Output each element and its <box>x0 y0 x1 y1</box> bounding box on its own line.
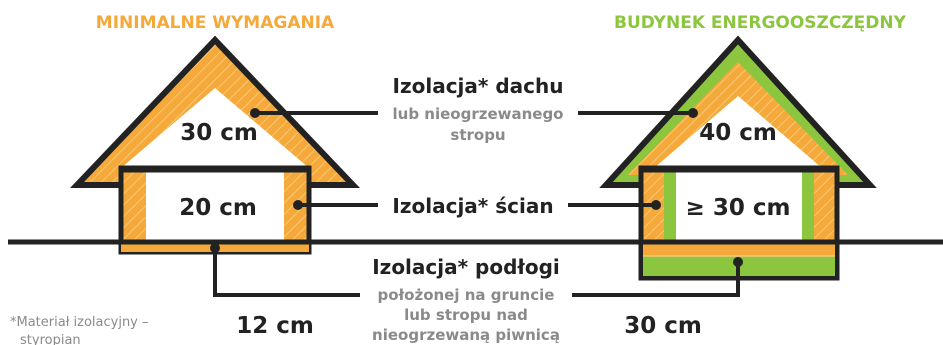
floor-dot-left <box>210 243 220 253</box>
floor-connector-left <box>213 248 360 297</box>
right-wall-green-right <box>802 172 814 244</box>
floor-dot-right <box>733 257 743 267</box>
roof-dot-right <box>688 108 698 118</box>
floor-sub-1: położonej na gruncie <box>378 286 555 304</box>
left-walls-inner <box>146 172 284 244</box>
right-walls-inner <box>676 172 802 244</box>
left-roof-inner <box>121 88 309 168</box>
floor-sub-3: nieogrzewaną piwnicą <box>372 326 560 344</box>
left-house <box>70 35 360 255</box>
roof-sub-1: lub nieogrzewanego <box>393 105 564 123</box>
footnote-line-2: styropian <box>20 333 81 345</box>
wall-dot-right <box>651 200 661 210</box>
floor-title: Izolacja* podłogi <box>372 255 560 279</box>
floor-sub-2: lub stropu nad <box>404 306 528 324</box>
footnote-line-1: *Materiał izolacyjny – <box>10 315 149 330</box>
left-roof-label: 30 cm <box>180 120 258 146</box>
right-wall-green-left <box>664 172 676 244</box>
left-floor-label: 12 cm <box>236 313 314 339</box>
wall-dot-left <box>293 200 303 210</box>
right-floor-label: 30 cm <box>624 313 702 339</box>
left-heading: MINIMALNE WYMAGANIA <box>96 13 335 33</box>
wall-title: Izolacja* ścian <box>392 194 553 218</box>
floor-connector-right <box>572 262 740 297</box>
right-heading: BUDYNEK ENERGOOSZCZĘDNY <box>614 13 907 33</box>
roof-title: Izolacja* dachu <box>393 74 564 98</box>
roof-dot-left <box>250 108 260 118</box>
right-wall-label: ≥ 30 cm <box>686 195 791 221</box>
roof-sub-2: stropu <box>450 126 505 144</box>
left-wall-label: 20 cm <box>179 195 257 221</box>
right-roof-label: 40 cm <box>699 120 777 146</box>
right-floor-orange <box>643 244 835 256</box>
right-roof-inner <box>654 96 822 168</box>
